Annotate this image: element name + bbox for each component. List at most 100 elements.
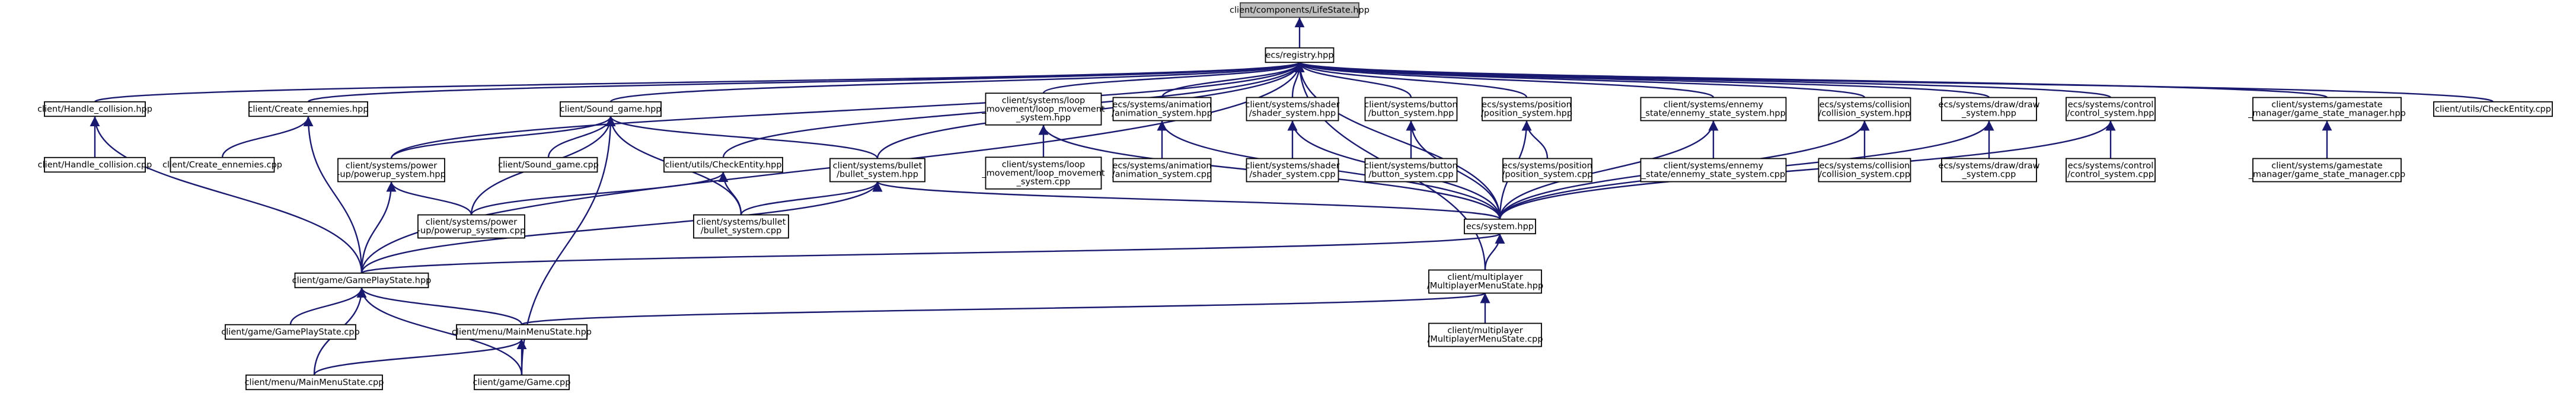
node-handle_collision_cpp[interactable]: client/Handle_collision.cpp xyxy=(38,156,152,173)
node-checkentity_hpp[interactable]: client/utils/CheckEntity.hpp xyxy=(663,156,783,173)
node-label: client/systems/ennemy xyxy=(1664,161,1764,171)
node-sound_game_hpp[interactable]: client/Sound_game.hpp xyxy=(560,101,662,117)
edge-handle_collision_hpp-to-gameplaystate_hpp xyxy=(90,116,363,273)
node-box xyxy=(2066,97,2156,122)
edge-registry-to-gamestate_hpp xyxy=(1295,62,2328,98)
node-box xyxy=(1364,158,1458,183)
edge-registry-to-position_hpp xyxy=(1294,62,1528,98)
edge-create_ennemies_hpp-to-create_ennemies_cpp xyxy=(221,116,314,158)
node-box xyxy=(248,101,368,117)
nodes-layer: client/components/LifeState.hpp ecs/regis… xyxy=(37,2,2553,391)
node-box xyxy=(474,374,570,391)
node-ennemy_state_hpp[interactable]: client/systems/ennemy_state/ennemy_state… xyxy=(1640,97,1787,122)
node-ennemy_state_cpp[interactable]: client/systems/ennemy_state/ennemy_state… xyxy=(1640,158,1787,183)
node-shader_cpp[interactable]: client/systems/shader/shader_system.cpp xyxy=(1245,158,1340,183)
node-label: /button_system.hpp xyxy=(1368,109,1454,119)
node-label: _manager/game_state_manager.hpp xyxy=(2248,109,2406,119)
edge-registry-to-powerup_hpp xyxy=(390,62,1305,159)
node-collision_hpp[interactable]: ecs/systems/collision/collision_system.h… xyxy=(1818,97,1911,122)
node-gameplaystate_hpp[interactable]: client/game/GamePlayState.hpp xyxy=(292,272,432,289)
node-box xyxy=(1112,97,1212,122)
node-collision_cpp[interactable]: ecs/systems/collision/collision_system.c… xyxy=(1818,158,1911,183)
node-box xyxy=(456,324,588,340)
node-label: _state/ennemy_state_system.hpp xyxy=(1640,109,1786,119)
node-sound_game_cpp[interactable]: client/Sound_game.cpp xyxy=(498,156,599,173)
node-checkentity_cpp[interactable]: client/utils/CheckEntity.cpp xyxy=(2433,101,2553,117)
node-box xyxy=(1364,97,1458,122)
edge-registry-to-sound_game_hpp xyxy=(609,62,1304,103)
node-animation_cpp[interactable]: ecs/systems/animation/animation_system.c… xyxy=(1112,158,1212,183)
node-create_ennemies_hpp[interactable]: client/Create_ennemies.hpp xyxy=(248,101,369,117)
node-label: client/systems/shader xyxy=(1245,100,1339,110)
node-gameplaystate_cpp[interactable]: client/game/GamePlayState.cpp xyxy=(221,324,360,340)
edge-powerup_hpp-to-powerup_cpp xyxy=(386,181,473,215)
node-label: ecs/systems/control xyxy=(2068,161,2153,171)
node-system_hpp[interactable]: ecs/system.hpp xyxy=(1464,218,1536,235)
node-box xyxy=(225,324,356,340)
edge-bullet_hpp-to-system_hpp xyxy=(873,181,1501,220)
node-box xyxy=(2433,101,2553,117)
node-box xyxy=(1818,97,1911,122)
node-box xyxy=(294,272,429,289)
node-control_hpp[interactable]: ecs/systems/control/control_system.hpp xyxy=(2066,97,2156,122)
node-box xyxy=(1265,47,1335,63)
node-label: client/utils/CheckEntity.cpp xyxy=(2435,104,2551,114)
node-label: /animation_system.hpp xyxy=(1112,109,1212,119)
node-button_hpp[interactable]: client/systems/button/button_system.hpp xyxy=(1364,97,1458,122)
node-gamestate_cpp[interactable]: client/systems/gamestate_manager/game_st… xyxy=(2248,158,2406,183)
edge-checkentity_hpp-to-powerup_cpp xyxy=(470,171,729,215)
node-powerup_hpp[interactable]: client/systems/power-up/powerup_system.h… xyxy=(337,158,446,183)
node-button_cpp[interactable]: client/systems/button/button_system.cpp xyxy=(1364,158,1458,183)
node-box xyxy=(1941,158,2037,183)
node-loop_movement_cpp[interactable]: client/systems/loop_movement/loop_moveme… xyxy=(981,156,1105,190)
node-label: ecs/system.hpp xyxy=(1466,222,1534,231)
node-powerup_cpp[interactable]: client/systems/power-up/powerup_system.c… xyxy=(417,214,525,239)
node-label: client/systems/button xyxy=(1364,100,1457,110)
node-draw_hpp[interactable]: ecs/systems/draw/draw_system.hpp xyxy=(1939,97,2040,122)
node-label: /animation_system.cpp xyxy=(1112,170,1212,180)
node-label: client/utils/CheckEntity.hpp xyxy=(665,160,781,170)
node-position_hpp[interactable]: ecs/systems/position/position_system.hpp xyxy=(1481,97,1572,122)
node-label: client/systems/bullet xyxy=(697,218,786,227)
node-label: /collision_system.hpp xyxy=(1818,109,1910,119)
node-lifestate[interactable]: client/components/LifeState.hpp xyxy=(1230,2,1370,18)
node-label: ecs/systems/control xyxy=(2068,100,2153,110)
node-label: ecs/systems/animation xyxy=(1112,100,1211,110)
node-bullet_hpp[interactable]: client/systems/bullet/bullet_system.hpp xyxy=(829,158,925,183)
node-multiplayer_hpp[interactable]: client/multiplayer/MultiplayerMenuState.… xyxy=(1427,269,1543,294)
node-loop_movement_hpp[interactable]: client/systems/loop_movement/loop_moveme… xyxy=(981,92,1105,126)
node-label: /position_system.hpp xyxy=(1481,109,1572,119)
node-animation_hpp[interactable]: ecs/systems/animation/animation_system.h… xyxy=(1112,97,1212,122)
node-control_cpp[interactable]: ecs/systems/control/control_system.cpp xyxy=(2066,158,2156,183)
node-label: client/systems/button xyxy=(1364,161,1457,171)
node-mainmenu_cpp[interactable]: client/menu/MainMenuState.cpp xyxy=(245,374,384,391)
node-gamestate_hpp[interactable]: client/systems/gamestate_manager/game_st… xyxy=(2248,97,2406,122)
node-registry[interactable]: ecs/registry.hpp xyxy=(1265,47,1335,63)
node-box xyxy=(2252,158,2402,183)
node-label: client/multiplayer xyxy=(1447,326,1522,336)
node-label: /control_system.cpp xyxy=(2067,170,2154,180)
edge-system_hpp-to-gameplaystate_hpp xyxy=(360,233,1505,274)
node-box xyxy=(1818,158,1911,183)
node-bullet_cpp[interactable]: client/systems/bullet/bullet_system.cpp xyxy=(693,214,789,239)
node-label: /shader_system.hpp xyxy=(1249,109,1336,119)
node-game_cpp[interactable]: client/game/Game.cpp xyxy=(473,374,571,391)
node-mainmenu_hpp[interactable]: client/menu/MainMenuState.hpp xyxy=(452,324,592,340)
node-box xyxy=(245,374,383,391)
node-handle_collision_hpp[interactable]: client/Handle_collision.hpp xyxy=(37,101,152,117)
node-label: client/game/Game.cpp xyxy=(473,378,571,387)
node-label: client/Handle_collision.cpp xyxy=(38,160,152,170)
node-position_cpp[interactable]: ecs/systems/position/position_system.cpp xyxy=(1502,158,1593,183)
node-draw_cpp[interactable]: ecs/systems/draw/draw_system.cpp xyxy=(1939,158,2040,183)
edge-mainmenu_hpp-to-mainmenu_cpp xyxy=(313,338,527,376)
edge-create_ennemies_hpp-to-gameplaystate_hpp xyxy=(303,116,363,273)
node-shader_hpp[interactable]: client/systems/shader/shader_system.hpp xyxy=(1245,97,1340,122)
node-multiplayer_cpp[interactable]: client/multiplayer/MultiplayerMenuState.… xyxy=(1427,322,1543,347)
node-create_ennemies_cpp[interactable]: client/Create_ennemies.cpp xyxy=(162,156,282,173)
node-label: _system.cpp xyxy=(1016,177,1071,187)
edge-multiplayer_hpp-to-mainmenu_hpp xyxy=(521,292,1490,325)
node-label: client/systems/shader xyxy=(1245,161,1339,171)
node-label: client/systems/loop xyxy=(1002,96,1086,106)
node-label: ecs/systems/collision xyxy=(1820,161,1910,171)
